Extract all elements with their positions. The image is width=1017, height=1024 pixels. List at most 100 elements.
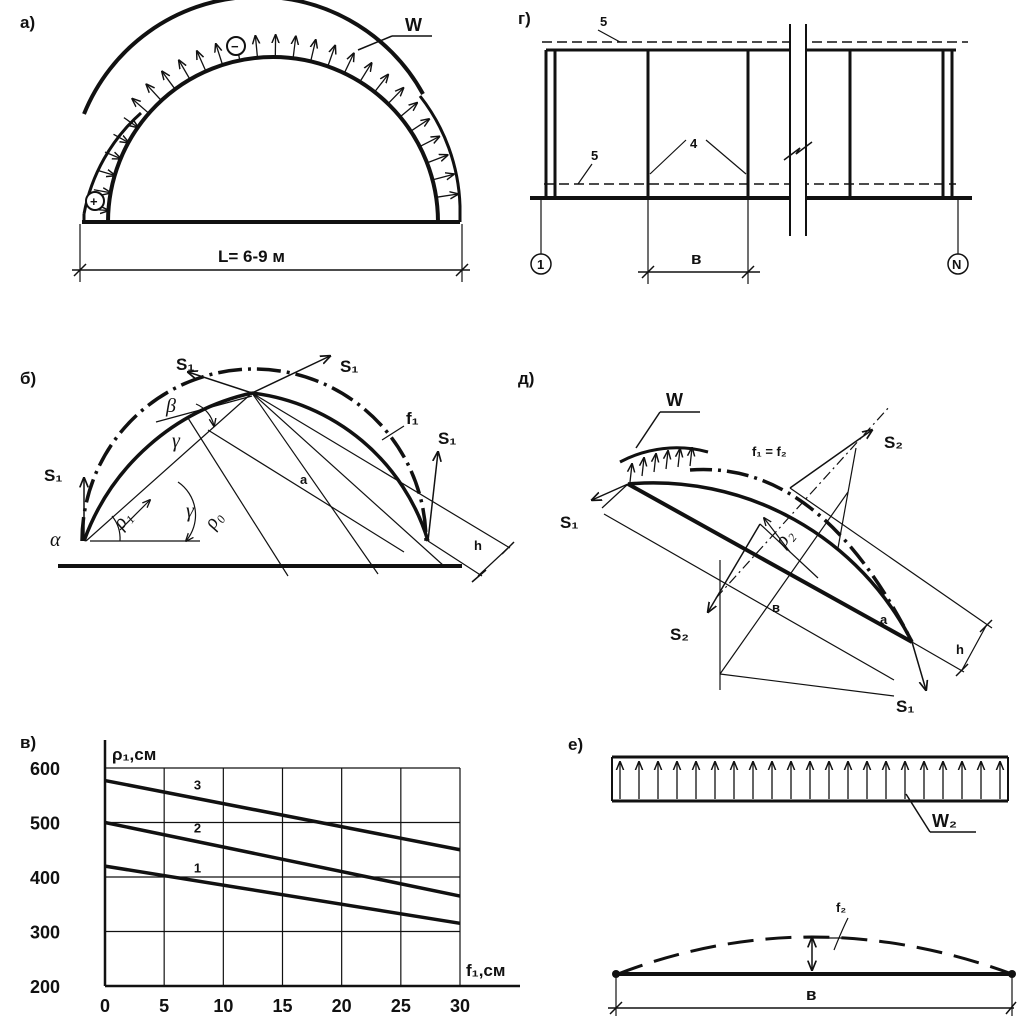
load-arrow: [666, 451, 668, 469]
load-arrow: [630, 464, 632, 482]
load-arrow: [146, 84, 161, 100]
dim-b-label: в: [772, 600, 780, 615]
arch-outline: [108, 57, 438, 222]
panel-g-plan-view: г) 5 5 4 в 1 N: [518, 9, 972, 284]
load-arrow: [216, 44, 223, 65]
x-tick-label: 25: [391, 996, 411, 1016]
beta-label: β: [165, 395, 176, 417]
x-tick-label: 20: [332, 996, 352, 1016]
rho2-label: ρ₂: [770, 524, 798, 551]
y-tick-label: 300: [30, 923, 60, 943]
load-arrow: [344, 53, 354, 73]
y-tick-label: 500: [30, 814, 60, 834]
gamma-label: γ: [172, 430, 181, 452]
f1-label: f₁: [406, 409, 419, 428]
gamma-label: γ: [186, 500, 195, 522]
plus-sign: +: [90, 194, 98, 209]
dim-a-label: a: [300, 472, 308, 487]
rho1-label: ρ₁: [108, 506, 136, 533]
x-tick-label: 30: [450, 996, 470, 1016]
load-arrow: [420, 137, 440, 147]
load-arrow: [311, 40, 316, 61]
uniform-load-arrows: [620, 762, 1000, 799]
parallelogram-line: [838, 448, 856, 548]
axis-label-start: 1: [537, 257, 544, 272]
axis-label-end: N: [952, 257, 961, 272]
load-arrow: [642, 458, 644, 476]
h-ext-top: [252, 393, 510, 548]
panel-b-arch-geometry: б) S₁ S₁ S₁ S₁ β γ γ: [20, 355, 514, 582]
f2-label: f₂: [836, 900, 846, 915]
leader-5-top: [598, 30, 620, 42]
w-leader: [636, 412, 660, 448]
force-s2-arrow: [790, 430, 872, 488]
load-arrow: [690, 448, 692, 466]
panel-a-arch-load: а) − + W L= 6-9 м: [20, 0, 470, 282]
y-tick-label: 200: [30, 977, 60, 997]
force-s1-arrow: [252, 356, 330, 393]
load-arrow: [132, 99, 149, 113]
force-s1-label: S₁: [44, 466, 62, 485]
span-label-L: L= 6-9 м: [218, 247, 285, 266]
x-tick-label: 15: [272, 996, 292, 1016]
force-s2-label: S₂: [884, 433, 903, 452]
panel-d-label: д): [518, 369, 534, 388]
x-tick-label: 0: [100, 996, 110, 1016]
force-s2-label: S₂: [670, 625, 689, 644]
panel-d-deformed-segment: д) W S₂ S₂ S₁ S₁ f₁ = f₂: [518, 369, 992, 716]
series-label: 3: [194, 778, 201, 793]
chord-a: [252, 393, 378, 574]
w2-label: W₂: [932, 811, 957, 831]
dim-tick: [956, 664, 968, 676]
force-s1-label: S₁: [176, 355, 194, 374]
axis-dashdot: [716, 406, 890, 598]
force-s1-label: S₁: [438, 429, 456, 448]
dim-h-label: h: [474, 538, 482, 553]
force-s1-label: S₁: [340, 357, 358, 376]
panel-e-uniform-load: е) W₂ f₂ в: [568, 735, 1016, 1016]
dim-tick: [472, 570, 486, 582]
load-arrow: [162, 71, 175, 89]
mark-4: 4: [690, 136, 698, 151]
leader-5-bottom: [578, 164, 592, 184]
load-arrow: [411, 119, 429, 131]
load-arrow: [375, 75, 389, 92]
force-s1-arrow: [428, 452, 438, 541]
panel-a-label: а): [20, 13, 35, 32]
radius-line-rho0: [188, 418, 288, 576]
load-arrow: [197, 51, 206, 71]
y-tick-label: 400: [30, 868, 60, 888]
x-tick-label: 5: [159, 996, 169, 1016]
leader-4-right: [706, 140, 746, 174]
load-arrow: [255, 36, 257, 58]
deflected-membrane: [618, 937, 1012, 974]
panel-v-label: в): [20, 733, 36, 752]
span-label-b: в: [691, 249, 701, 268]
dim-a-label: a: [880, 612, 888, 627]
f-equality-label: f₁ = f₂: [752, 444, 787, 459]
minus-sign: −: [231, 39, 239, 54]
dim-b-base: [720, 674, 894, 696]
load-arrow: [328, 46, 335, 67]
load-arrow: [360, 63, 372, 82]
load-arrow: [400, 103, 417, 117]
load-arrow: [678, 449, 680, 467]
force-s1-label: S₁: [560, 513, 578, 532]
load-arrow: [654, 454, 656, 472]
h-dim-line: [962, 626, 986, 670]
alpha-label: α: [50, 529, 61, 551]
load-arrow: [98, 171, 114, 176]
dim-h-label: h: [956, 642, 964, 657]
load-envelope: [620, 448, 708, 462]
panel-b-label: б): [20, 369, 36, 388]
series-label: 2: [194, 820, 201, 835]
load-arrow: [388, 88, 403, 104]
dim-tick: [980, 620, 992, 632]
series-label: 1: [194, 860, 201, 875]
load-arrow: [179, 60, 190, 79]
span-label-b: в: [806, 985, 816, 1004]
y-tick-label: 600: [30, 759, 60, 779]
load-arrow: [436, 194, 458, 197]
